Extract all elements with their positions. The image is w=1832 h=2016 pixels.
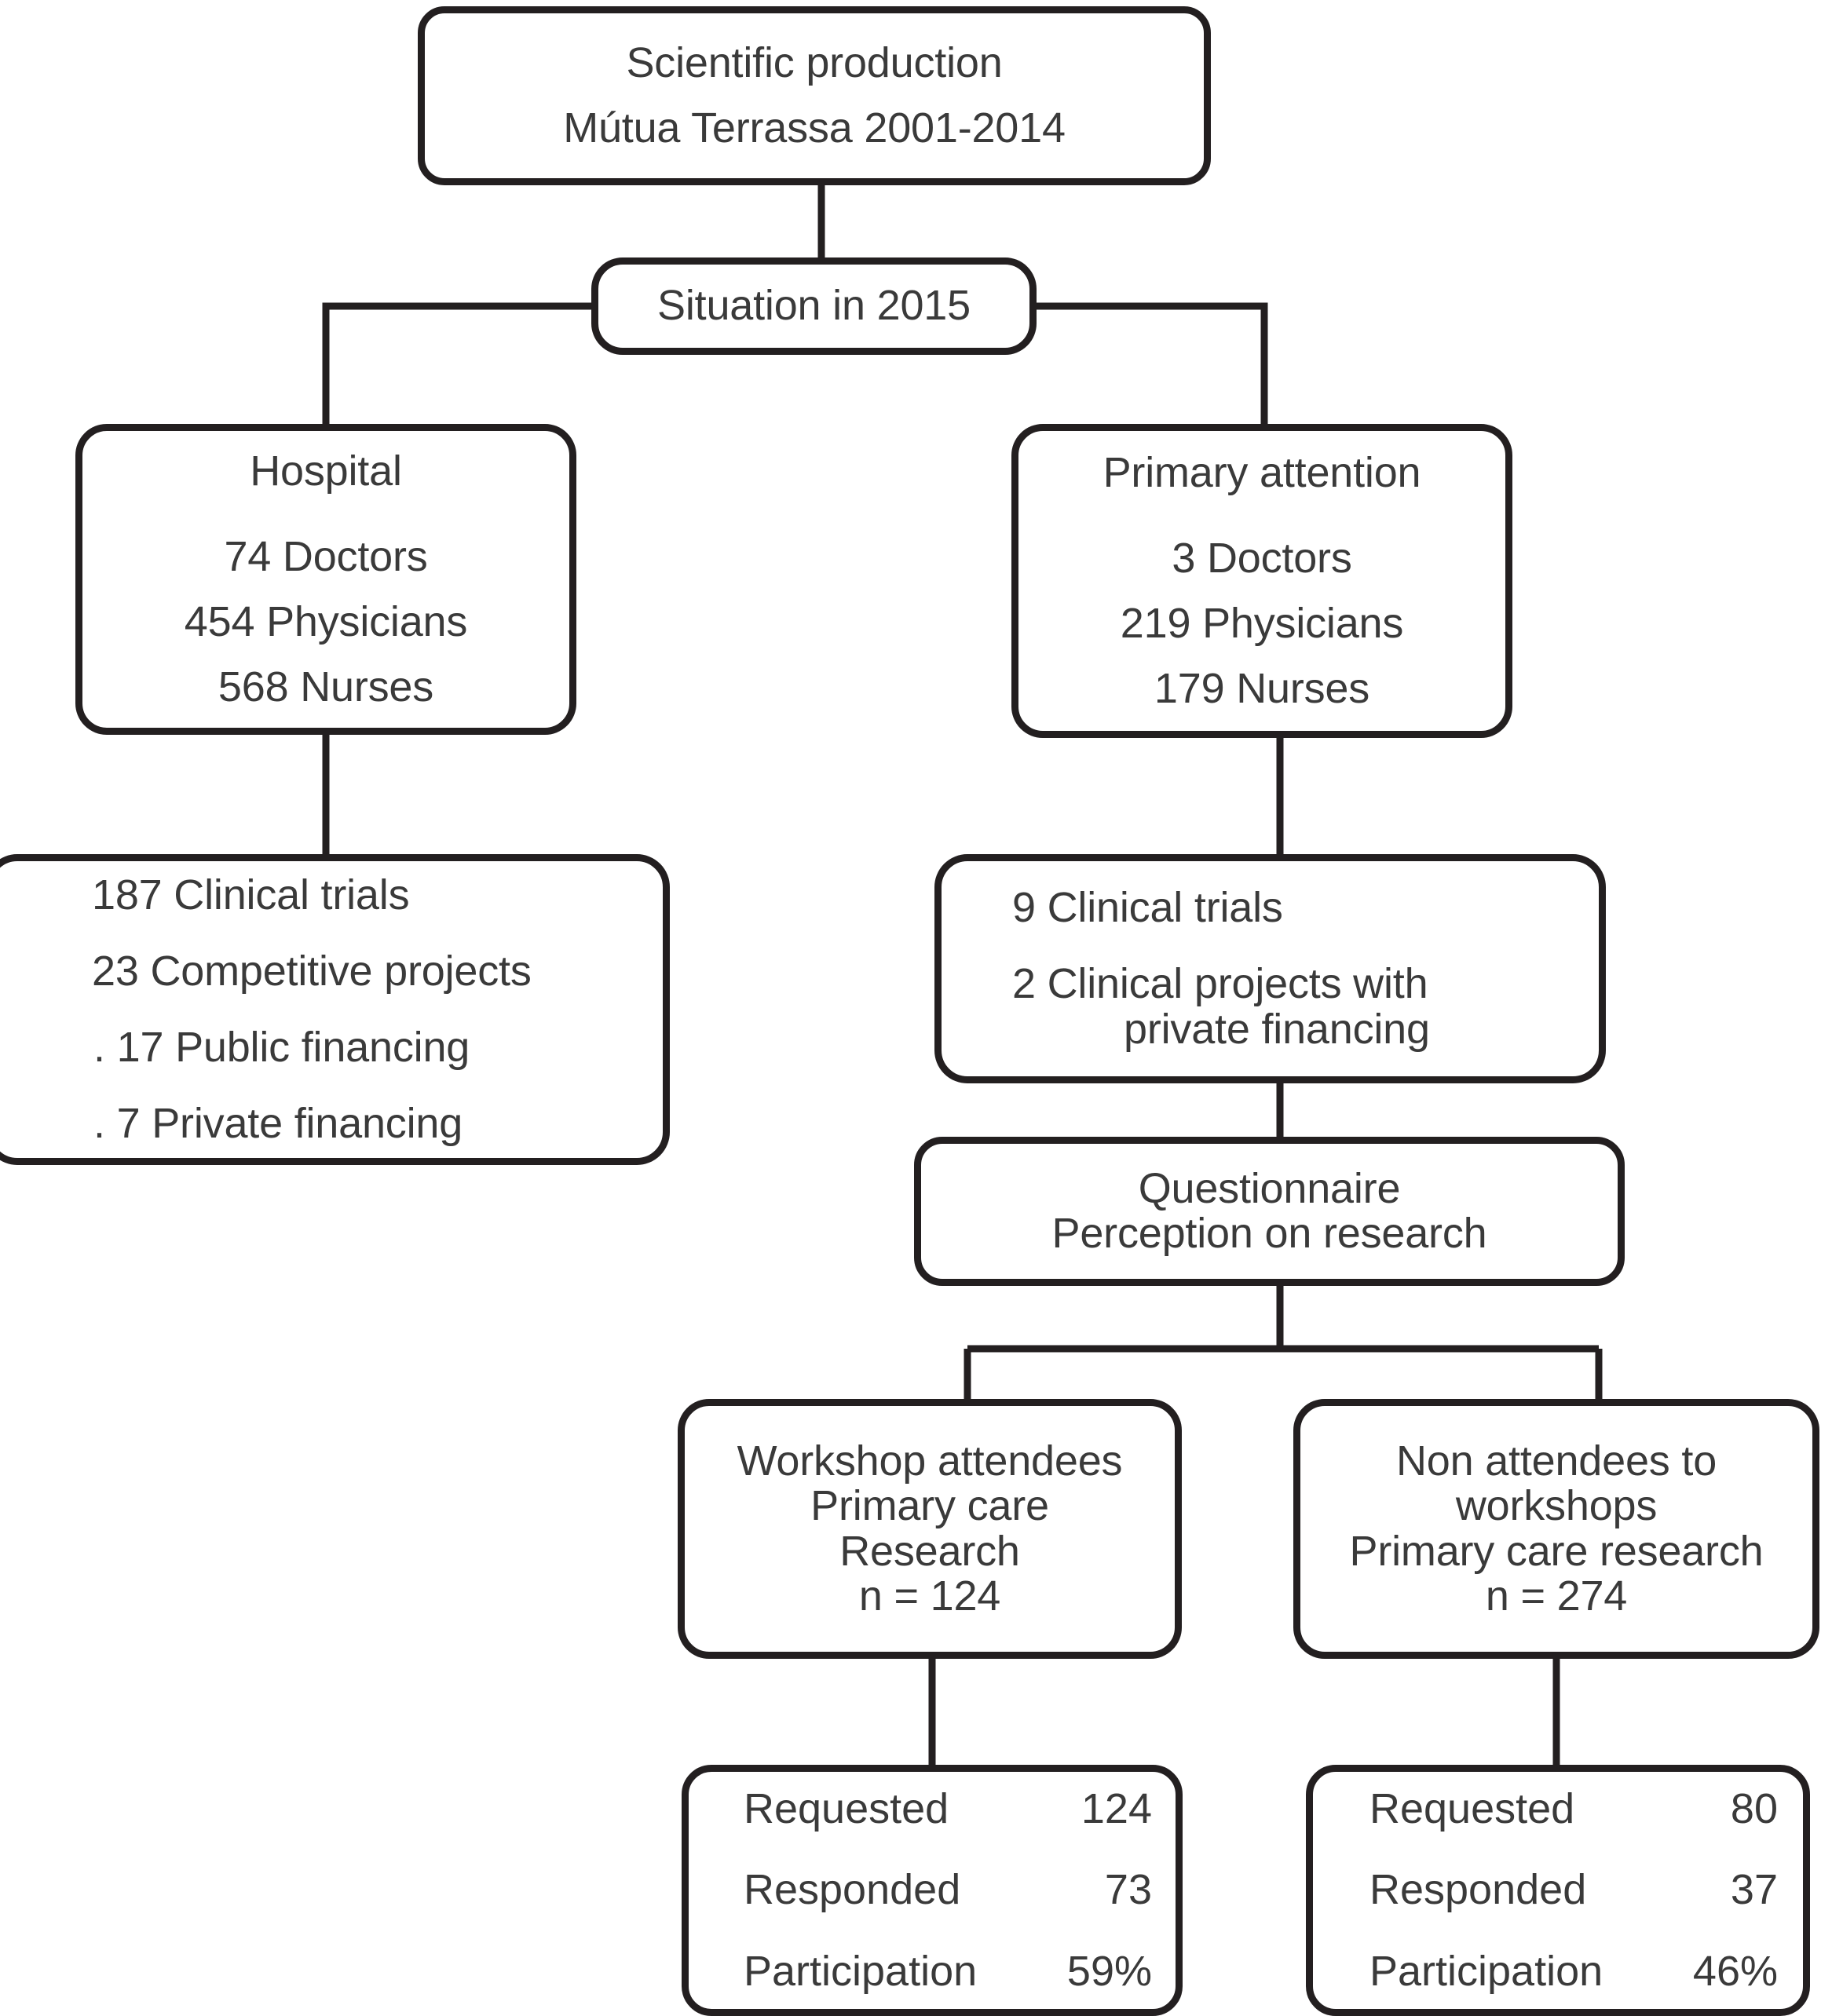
results-value: 46% <box>1692 1947 1778 1995</box>
spacer <box>0 918 663 949</box>
attendees-line-3: Research <box>839 1527 1020 1575</box>
hospital-item-1: 454 Physicians <box>184 598 468 645</box>
primary-output-continuation: private financing <box>1124 1005 1430 1053</box>
results-row: Responded 73 <box>744 1868 1176 1912</box>
spacer <box>1018 646 1505 667</box>
non-attendees-results-box: Requested 80 Responded 37 Participation … <box>1306 1765 1810 2016</box>
spacer <box>0 994 663 1025</box>
results-row: Participation 46% <box>1369 1947 1803 1995</box>
primary-attention-box: Primary attention 3 Doctors 219 Physicia… <box>1011 424 1512 738</box>
non-attendees-line-2: workshops <box>1455 1482 1658 1530</box>
questionnaire-line-2: Perception on research <box>1051 1210 1487 1257</box>
primary-output-box: 9 Clinical trials 2 Clinical projects wi… <box>934 854 1606 1083</box>
primary-item-1: 219 Physicians <box>1120 600 1404 647</box>
non-attendees-line-4: n = 274 <box>1485 1572 1628 1620</box>
spacer <box>82 645 569 665</box>
spacer <box>0 1070 663 1101</box>
hospital-output-box: 187 Clinical trials 23 Competitive proje… <box>0 854 670 1165</box>
hospital-box: Hospital 74 Doctors 454 Physicians 568 N… <box>75 424 576 735</box>
primary-item-0: 3 Doctors <box>1172 534 1352 582</box>
hospital-output-item-0: 187 Clinical trials <box>92 871 410 919</box>
spacer <box>1369 1913 1803 1949</box>
attendees-line-2: Primary care <box>810 1482 1049 1530</box>
title-line-1: Scientific production <box>626 38 1003 86</box>
title-line-2: Mútua Terrassa 2001-2014 <box>563 104 1066 152</box>
hospital-item-2: 568 Nurses <box>218 663 434 711</box>
spacer <box>425 86 1204 106</box>
non-attendees-line-3: Primary care research <box>1349 1527 1764 1575</box>
results-row: Requested 80 <box>1369 1785 1803 1833</box>
non-attendees-box: Non attendees to workshops Primary care … <box>1293 1399 1819 1659</box>
non-attendees-line-1: Non attendees to <box>1395 1437 1717 1485</box>
questionnaire-box: Questionnaire Perception on research <box>914 1137 1625 1286</box>
primary-item-2: 179 Nurses <box>1154 665 1370 713</box>
situation-label: Situation in 2015 <box>657 282 971 330</box>
primary-output-item-0: 9 Clinical trials <box>1012 884 1283 932</box>
edge-situation-to-hospital <box>322 302 593 428</box>
spacer <box>942 930 1599 962</box>
questionnaire-line-1: Questionnaire <box>1138 1164 1401 1212</box>
spacer <box>744 1913 1176 1949</box>
attendees-results-box: Requested 124 Responded 73 Participation… <box>682 1765 1183 2016</box>
attendees-line-4: n = 124 <box>858 1572 1001 1620</box>
results-label: Responded <box>744 1866 961 1914</box>
results-value: 80 <box>1730 1785 1778 1833</box>
hospital-item-0: 74 Doctors <box>224 532 428 580</box>
spacer <box>82 494 569 535</box>
hospital-heading: Hospital <box>250 447 402 495</box>
hospital-output-subitem-1: . 7 Private financing <box>93 1100 463 1148</box>
primary-output-item-1: 2 Clinical projects with <box>1012 960 1428 1008</box>
primary-heading: Primary attention <box>1102 448 1421 496</box>
spacer <box>1018 495 1505 536</box>
results-value: 124 <box>1081 1785 1152 1833</box>
results-label: Responded <box>1369 1866 1587 1914</box>
title-box: Scientific production Mútua Terrassa 200… <box>418 6 1211 185</box>
spacer <box>1369 1832 1803 1868</box>
results-value: 37 <box>1730 1866 1778 1914</box>
results-label: Requested <box>744 1785 949 1833</box>
results-label: Participation <box>744 1947 978 1995</box>
hospital-output-item-1: 23 Competitive projects <box>92 947 532 995</box>
hospital-output-subitem-0: . 17 Public financing <box>93 1024 470 1071</box>
spacer <box>1018 581 1505 601</box>
spacer <box>82 579 569 600</box>
results-row: Responded 37 <box>1369 1868 1803 1912</box>
results-value: 59% <box>1066 1947 1152 1995</box>
attendees-box: Workshop attendees Primary care Research… <box>678 1399 1182 1659</box>
attendees-line-1: Workshop attendees <box>737 1437 1123 1485</box>
edge-situation-to-primary <box>1035 302 1268 428</box>
results-label: Requested <box>1369 1785 1575 1833</box>
results-value: 73 <box>1104 1866 1152 1914</box>
results-label: Participation <box>1369 1947 1603 1995</box>
results-row: Participation 59% <box>744 1947 1176 1995</box>
results-row: Requested 124 <box>744 1785 1176 1833</box>
spacer <box>744 1832 1176 1868</box>
situation-box: Situation in 2015 <box>591 257 1037 355</box>
